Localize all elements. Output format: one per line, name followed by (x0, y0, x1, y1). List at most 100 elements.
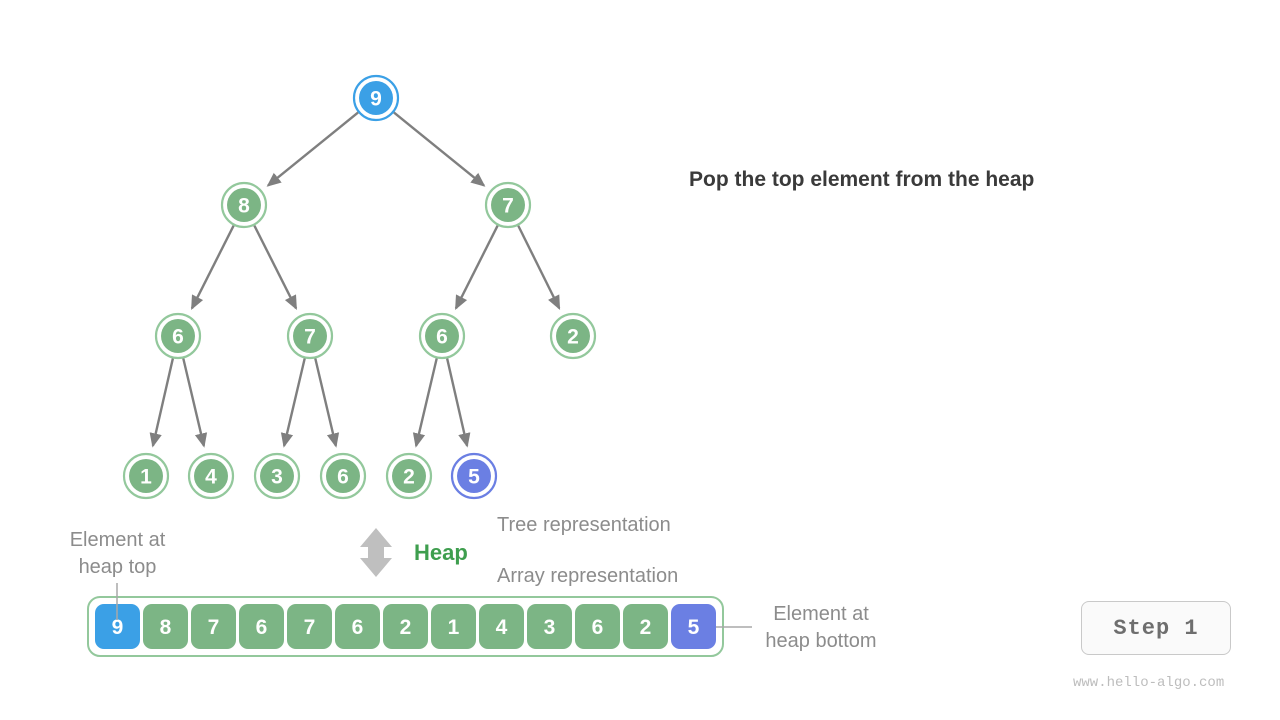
array-cell-box (575, 604, 620, 649)
array-cell-box (287, 604, 332, 649)
heap-top-label: Element at heap top (60, 527, 175, 581)
tree-node: 7 (484, 181, 532, 229)
tree-node-value: 4 (205, 466, 217, 489)
tree-node: 9 (352, 74, 400, 122)
tree-node-value: 6 (172, 326, 184, 349)
tree-node: 1 (122, 452, 170, 500)
array-cell-box (479, 604, 524, 649)
tree-node-ring (286, 312, 334, 360)
array-cell-value: 7 (208, 616, 220, 639)
tree-edges (149, 111, 561, 448)
tree-edge (314, 358, 340, 448)
array-cell: 9 (95, 604, 140, 649)
array-cell-box (383, 604, 428, 649)
tree-node-ring (484, 181, 532, 229)
tree-node-value: 6 (436, 326, 448, 349)
array-cell-box (335, 604, 380, 649)
tree-node: 4 (187, 452, 235, 500)
tree-node-disc (161, 319, 195, 353)
tree-edge (412, 358, 438, 448)
heap-bottom-label-line2: heap bottom (765, 630, 877, 652)
tree-node-disc (129, 459, 163, 493)
tree-node-disc (425, 319, 459, 353)
tree-nodes: 9 8 7 6 7 6 2 1 4 3 6 2 5 (122, 74, 597, 500)
tree-node-ring (450, 452, 498, 500)
heap-top-label-line1: Element at (69, 529, 166, 551)
tree-node: 5 (450, 452, 498, 500)
double-arrow-vertical-icon (360, 528, 392, 577)
tree-node-value: 6 (337, 466, 349, 489)
array-cell: 8 (143, 604, 188, 649)
tree-node: 2 (549, 312, 597, 360)
tree-node: 6 (418, 312, 466, 360)
heap-bottom-label-line1: Element at (773, 603, 869, 625)
heap-top-label-line2: heap top (78, 556, 157, 578)
watermark: www.hello-algo.com (1073, 675, 1225, 691)
array-cell-value: 8 (160, 616, 172, 639)
tree-node-ring (385, 452, 433, 500)
tree-node-disc (293, 319, 327, 353)
tree-node-disc (556, 319, 590, 353)
tree-edge (454, 225, 499, 311)
array-cell: 6 (335, 604, 380, 649)
array-cell-box (431, 604, 476, 649)
tree-node-value: 7 (502, 195, 514, 218)
tree-node-value: 2 (403, 466, 415, 489)
array-cell-value: 6 (352, 616, 364, 639)
tree-node-ring (122, 452, 170, 500)
array-cell: 1 (431, 604, 476, 649)
heap-label: Heap (414, 540, 468, 565)
array-cell: 6 (239, 604, 284, 649)
tree-representation-label: Tree representation (497, 514, 671, 536)
page-title: Pop the top element from the heap (689, 168, 1035, 191)
tree-edge (266, 111, 359, 187)
array-cell-value: 4 (496, 616, 508, 639)
array-cell-value: 6 (592, 616, 604, 639)
array-cell-value: 2 (400, 616, 412, 639)
array-representation-label: Array representation (497, 565, 679, 587)
array-cell-value: 1 (448, 616, 460, 639)
tree-node: 3 (253, 452, 301, 500)
tree-node-ring (253, 452, 301, 500)
tree-node: 8 (220, 181, 268, 229)
array-cell: 5 (671, 604, 716, 649)
step-badge-text: Step 1 (1113, 615, 1199, 641)
leader-lines (116, 583, 752, 628)
tree-node-disc (457, 459, 491, 493)
tree-node-ring (220, 181, 268, 229)
array-cell-box (527, 604, 572, 649)
array-cell-value: 6 (256, 616, 268, 639)
tree-edge (182, 358, 208, 448)
array-cell-box (191, 604, 236, 649)
tree-node-value: 8 (238, 195, 250, 218)
array-cell-value: 2 (640, 616, 652, 639)
array-cell-value: 5 (688, 616, 700, 639)
array-cell-value: 7 (304, 616, 316, 639)
step-badge: Step 1 (1081, 601, 1231, 655)
array-cell: 7 (287, 604, 332, 649)
tree-node: 6 (154, 312, 202, 360)
array-cell-box (671, 604, 716, 649)
tree-edge (253, 225, 298, 311)
array-cell: 4 (479, 604, 524, 649)
tree-node-disc (227, 188, 261, 222)
array-cell-box (623, 604, 668, 649)
tree-edge (280, 358, 306, 448)
tree-node-ring (319, 452, 367, 500)
array-cell-box (143, 604, 188, 649)
tree-node-ring (549, 312, 597, 360)
tree-node: 2 (385, 452, 433, 500)
tree-node-value: 2 (567, 326, 579, 349)
tree-node-value: 3 (271, 466, 283, 489)
tree-edge (393, 111, 486, 187)
tree-node-disc (326, 459, 360, 493)
array-cell: 6 (575, 604, 620, 649)
tree-edge (445, 358, 471, 448)
tree-node-value: 7 (304, 326, 316, 349)
tree-edge (190, 225, 235, 311)
tree-node: 6 (319, 452, 367, 500)
array-cell-value: 3 (544, 616, 556, 639)
